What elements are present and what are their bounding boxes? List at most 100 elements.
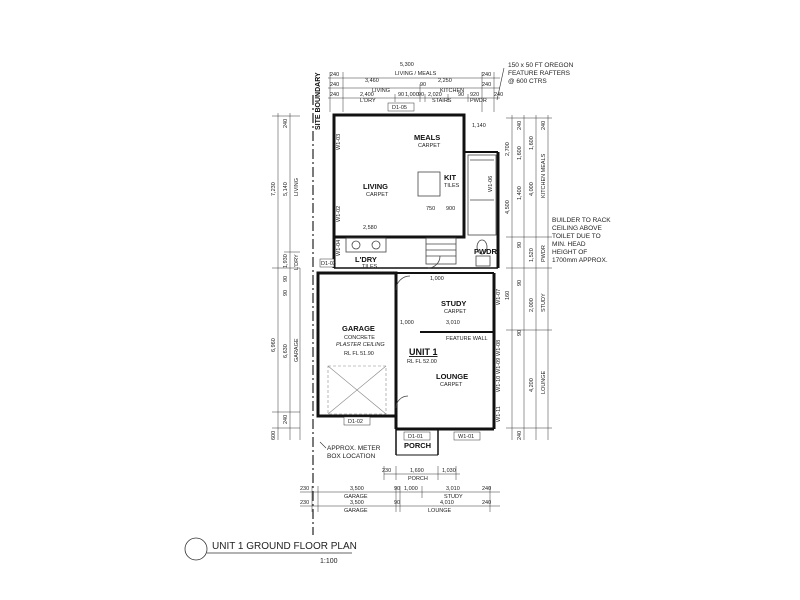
dim-bb-e: 240 bbox=[482, 500, 491, 506]
dim-inner-1000a: 1,000 bbox=[430, 276, 444, 282]
dim-row2-kitchen: KITCHEN bbox=[440, 88, 464, 94]
top-dimensions bbox=[328, 72, 500, 112]
note-rack-2: CEILING ABOVE bbox=[552, 225, 603, 232]
dim-ba-study: STUDY bbox=[444, 494, 463, 500]
dim-right-misc-a: 240 bbox=[541, 121, 547, 130]
title-marker bbox=[184, 537, 208, 561]
dim-left-ldry-label: L'DRY bbox=[294, 254, 300, 270]
dim-ba-f: 240 bbox=[482, 486, 491, 492]
garage-car-space bbox=[327, 365, 387, 415]
tag-w1-02: W1-02 bbox=[336, 206, 342, 222]
note-rack-3: TOILET DUE TO bbox=[552, 233, 601, 240]
note-rack-4: MIN. HEAD bbox=[552, 241, 586, 248]
tag-w1-10: W1-10 bbox=[496, 376, 502, 392]
note-rafters-3: @ 600 CTRS bbox=[508, 78, 547, 85]
note-rack-6: 1700mm APPROX. bbox=[552, 257, 608, 264]
dim-inner-900: 900 bbox=[446, 206, 455, 212]
room-ldry-name: L'DRY bbox=[355, 255, 377, 264]
dim-bb-c: 90 bbox=[394, 500, 400, 506]
dim-row2-c: 90 bbox=[420, 82, 426, 88]
bottom-dimensions bbox=[300, 466, 500, 512]
room-pwdr-name: PWDR bbox=[474, 247, 497, 256]
dim-bb-d: 4,010 bbox=[440, 500, 454, 506]
dim-row2-living: LIVING bbox=[372, 88, 390, 94]
room-meals-name: MEALS bbox=[414, 133, 440, 142]
dim-inner-1140: 1,140 bbox=[472, 123, 486, 129]
dim-row3-e: 90 bbox=[418, 92, 424, 98]
dim-row3-h: 920 bbox=[470, 92, 479, 98]
note-rack-1: BUILDER TO RACK bbox=[552, 217, 611, 224]
dim-right-misc-e: 90 bbox=[517, 330, 523, 336]
room-garage-ceiling: PLASTER CEILING bbox=[336, 342, 385, 348]
tag-w1-04: W1-04 bbox=[336, 240, 342, 256]
dim-left-bottom-a: 240 bbox=[283, 415, 289, 424]
dim-left-garage-b: 6,630 bbox=[283, 344, 289, 358]
drawing-title: UNIT 1 GROUND FLOOR PLAN bbox=[212, 541, 357, 552]
room-garage-level: RL FL 51.90 bbox=[344, 351, 374, 357]
tag-w1-03: W1-03 bbox=[336, 134, 342, 150]
left-dimensions bbox=[272, 113, 301, 440]
dim-row1-c: 240 bbox=[482, 72, 491, 78]
note-rafters-leader bbox=[496, 67, 505, 101]
dim-inner-750: 750 bbox=[426, 206, 435, 212]
tag-d1-05: D1-05 bbox=[392, 105, 407, 111]
dim-right-lounge-label: LOUNGE bbox=[541, 370, 547, 394]
opening-tag-boxes bbox=[319, 102, 481, 441]
dim-left-overall-b: 6,960 bbox=[271, 338, 277, 352]
dim-right-lounge-b: 240 bbox=[517, 431, 523, 440]
note-meter-2: BOX LOCATION bbox=[327, 453, 376, 460]
dim-right-pwdr-a: 1,520 bbox=[529, 248, 535, 262]
dim-ba-garage: GARAGE bbox=[344, 494, 368, 500]
room-kit-finish: TILES bbox=[444, 183, 460, 189]
tag-w1-08: W1-08 bbox=[496, 340, 502, 356]
dim-left-living-b: 5,140 bbox=[283, 182, 289, 196]
room-kit-name: KIT bbox=[444, 173, 457, 182]
note-rafters-2: FEATURE RAFTERS bbox=[508, 70, 571, 77]
dim-left-garage-label: GARAGE bbox=[294, 338, 300, 362]
dim-right-pwdr-b: 90 bbox=[517, 242, 523, 248]
dim-right-km-label: KITCHEN MEALS bbox=[541, 153, 547, 198]
room-lounge-finish: CARPET bbox=[440, 382, 463, 388]
interior-fittings bbox=[345, 154, 497, 409]
tag-w1-06: W1-06 bbox=[488, 176, 494, 192]
room-study-name: STUDY bbox=[441, 299, 466, 308]
dim-row3-g: 90 bbox=[458, 92, 464, 98]
dim-left-garage-a: 90 bbox=[283, 290, 289, 296]
dim-row1-b: 5,300 bbox=[400, 62, 414, 68]
room-living-name: LIVING bbox=[363, 182, 388, 191]
dim-left-bottom-b: 600 bbox=[271, 431, 277, 440]
tag-w1-11: W1-11 bbox=[496, 406, 502, 422]
dim-porch-b: 1,690 bbox=[410, 468, 424, 474]
dim-ba-b: 3,500 bbox=[350, 486, 364, 492]
dim-row3-ldry: L'DRY bbox=[360, 98, 376, 104]
right-dimensions bbox=[506, 115, 552, 440]
dim-ba-c: 90 bbox=[394, 486, 400, 492]
note-meter-leader bbox=[319, 441, 327, 449]
dim-row3-i: 240 bbox=[494, 92, 503, 98]
dim-porch-label: PORCH bbox=[408, 476, 428, 482]
tag-w1-09: W1-09 bbox=[496, 358, 502, 374]
room-study-finish: CARPET bbox=[444, 309, 467, 315]
unit-level: RL FL 52.00 bbox=[407, 359, 437, 365]
dim-bb-lounge: LOUNGE bbox=[428, 508, 452, 514]
tag-d1-01: D1-01 bbox=[408, 434, 423, 440]
dim-right-study-b: 90 bbox=[517, 280, 523, 286]
dim-ba-a: 230 bbox=[300, 486, 309, 492]
dim-porch-a: 230 bbox=[382, 468, 391, 474]
dim-ba-e: 3,010 bbox=[446, 486, 460, 492]
dim-left-ldry-a: 1,930 bbox=[283, 254, 289, 268]
dim-row1-a: 240 bbox=[330, 72, 339, 78]
dim-right-lounge-a: 4,200 bbox=[529, 378, 535, 392]
dim-right-km-b: 2,700 bbox=[505, 142, 511, 156]
dim-right-study-a: 2,000 bbox=[529, 298, 535, 312]
dim-inner-3010: 3,010 bbox=[446, 320, 460, 326]
dim-row3-stairs: STAIRS bbox=[432, 98, 452, 104]
tag-d1-03: D1-03 bbox=[321, 261, 336, 267]
dim-right-km-d: 1,600 bbox=[529, 136, 535, 150]
dim-right-misc-b: 4,500 bbox=[505, 200, 511, 214]
dim-left-ldry-b: 90 bbox=[283, 276, 289, 282]
dim-right-pwdr-label: PWDR bbox=[541, 245, 547, 262]
room-garage-name: GARAGE bbox=[342, 324, 375, 333]
dim-right-study-label: STUDY bbox=[541, 293, 547, 312]
dim-inner-1000b: 1,000 bbox=[400, 320, 414, 326]
